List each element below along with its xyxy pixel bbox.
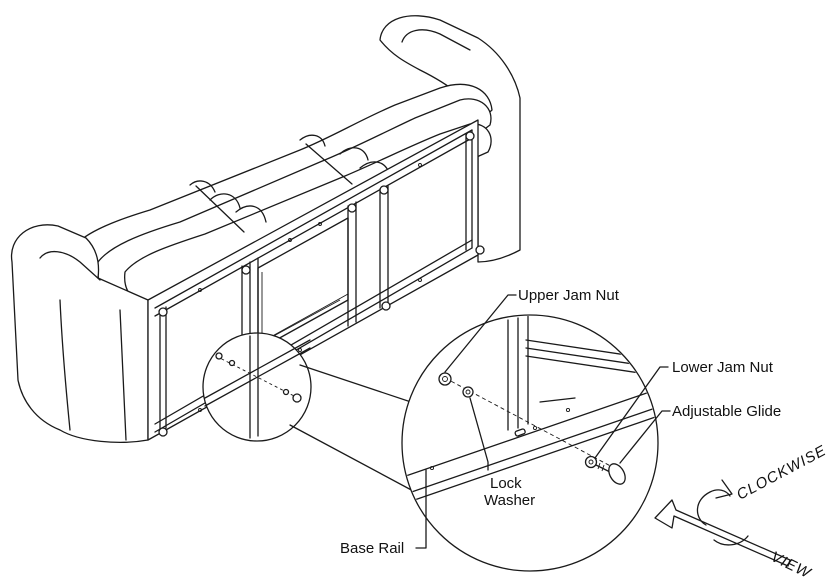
- label-upper-jam-nut: Upper Jam Nut: [518, 287, 620, 304]
- label-washer: Washer: [484, 492, 535, 509]
- label-lower-jam-nut: Lower Jam Nut: [672, 359, 774, 376]
- view-text: VIEW: [768, 548, 814, 582]
- callout-connector-bottom: [289, 424, 431, 501]
- label-lock: Lock: [490, 475, 522, 492]
- lock-washer-part: [462, 386, 474, 398]
- sofa-right-arm: [379, 15, 521, 263]
- detail-callout-small: [202, 332, 312, 442]
- clockwise-text: CLOCKWISE: [734, 442, 829, 503]
- lower-jam-nut-part: [584, 455, 598, 469]
- adjustable-glide-part: [595, 462, 626, 485]
- detail-callout-large: [401, 314, 659, 572]
- sofa-illustration: [10, 15, 521, 501]
- label-base-rail: Base Rail: [340, 540, 404, 557]
- upper-jam-nut-part: [438, 372, 452, 386]
- label-adjustable-glide: Adjustable Glide: [672, 403, 781, 420]
- clockwise-view-arrow: CLOCKWISE VIEW: [654, 442, 829, 583]
- leader-lines: [415, 294, 671, 549]
- callout-connector-top: [299, 364, 421, 406]
